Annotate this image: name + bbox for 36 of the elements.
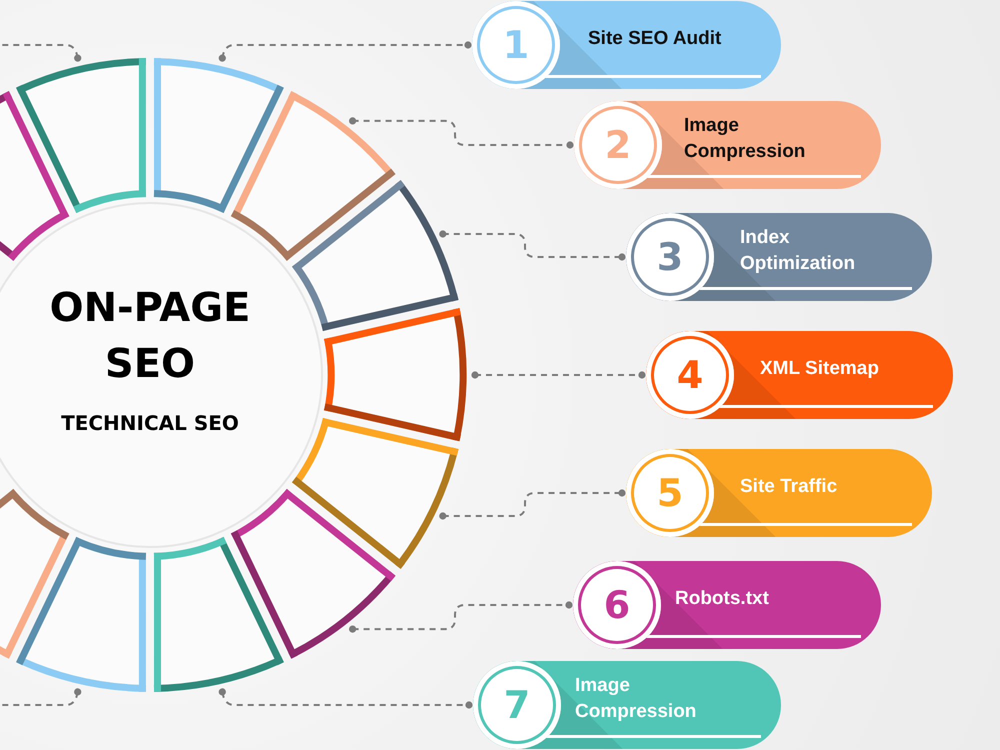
ring-segment: [152, 56, 286, 215]
ring-segment: [14, 535, 148, 694]
ring-segment: [228, 89, 398, 263]
ring-segment: [290, 416, 460, 572]
step-number: 4: [646, 331, 734, 419]
dotted-connector: [218, 688, 473, 709]
ring-segment: [152, 535, 286, 694]
dotted-connector: [218, 41, 472, 62]
dotted-connector: [439, 489, 626, 520]
step-number: 7: [473, 661, 561, 749]
step-label: Image Compression: [575, 674, 698, 724]
dotted-connector: [471, 371, 646, 379]
step-label: Site SEO Audit: [588, 27, 722, 51]
step-label: XML Sitemap: [760, 357, 880, 381]
step-label: Site Traffic: [740, 475, 838, 499]
ring-segment: [14, 56, 148, 215]
step-label: Robots.txt: [675, 587, 770, 611]
center-heading: ON-PAGE SEO: [49, 284, 251, 389]
dotted-connector: [0, 44, 82, 62]
dotted-connector: [349, 117, 574, 149]
dotted-connector: [349, 601, 573, 633]
ring-segment: [290, 178, 460, 334]
step-label: Index Optimization: [740, 226, 856, 276]
ring-segment: [0, 487, 72, 661]
ring-segment: [0, 89, 72, 263]
step-label: Image Compression: [684, 114, 806, 164]
step-number: 3: [626, 213, 714, 301]
dotted-connector: [0, 688, 82, 706]
dotted-connector: [439, 230, 626, 261]
step-number: 1: [472, 1, 560, 89]
center-subheading: TECHNICAL SEO: [60, 410, 240, 436]
ring-segment: [322, 306, 469, 444]
step-number: 5: [626, 449, 714, 537]
step-number: 2: [574, 101, 662, 189]
step-number: 6: [573, 561, 661, 649]
ring-segment: [228, 487, 398, 661]
